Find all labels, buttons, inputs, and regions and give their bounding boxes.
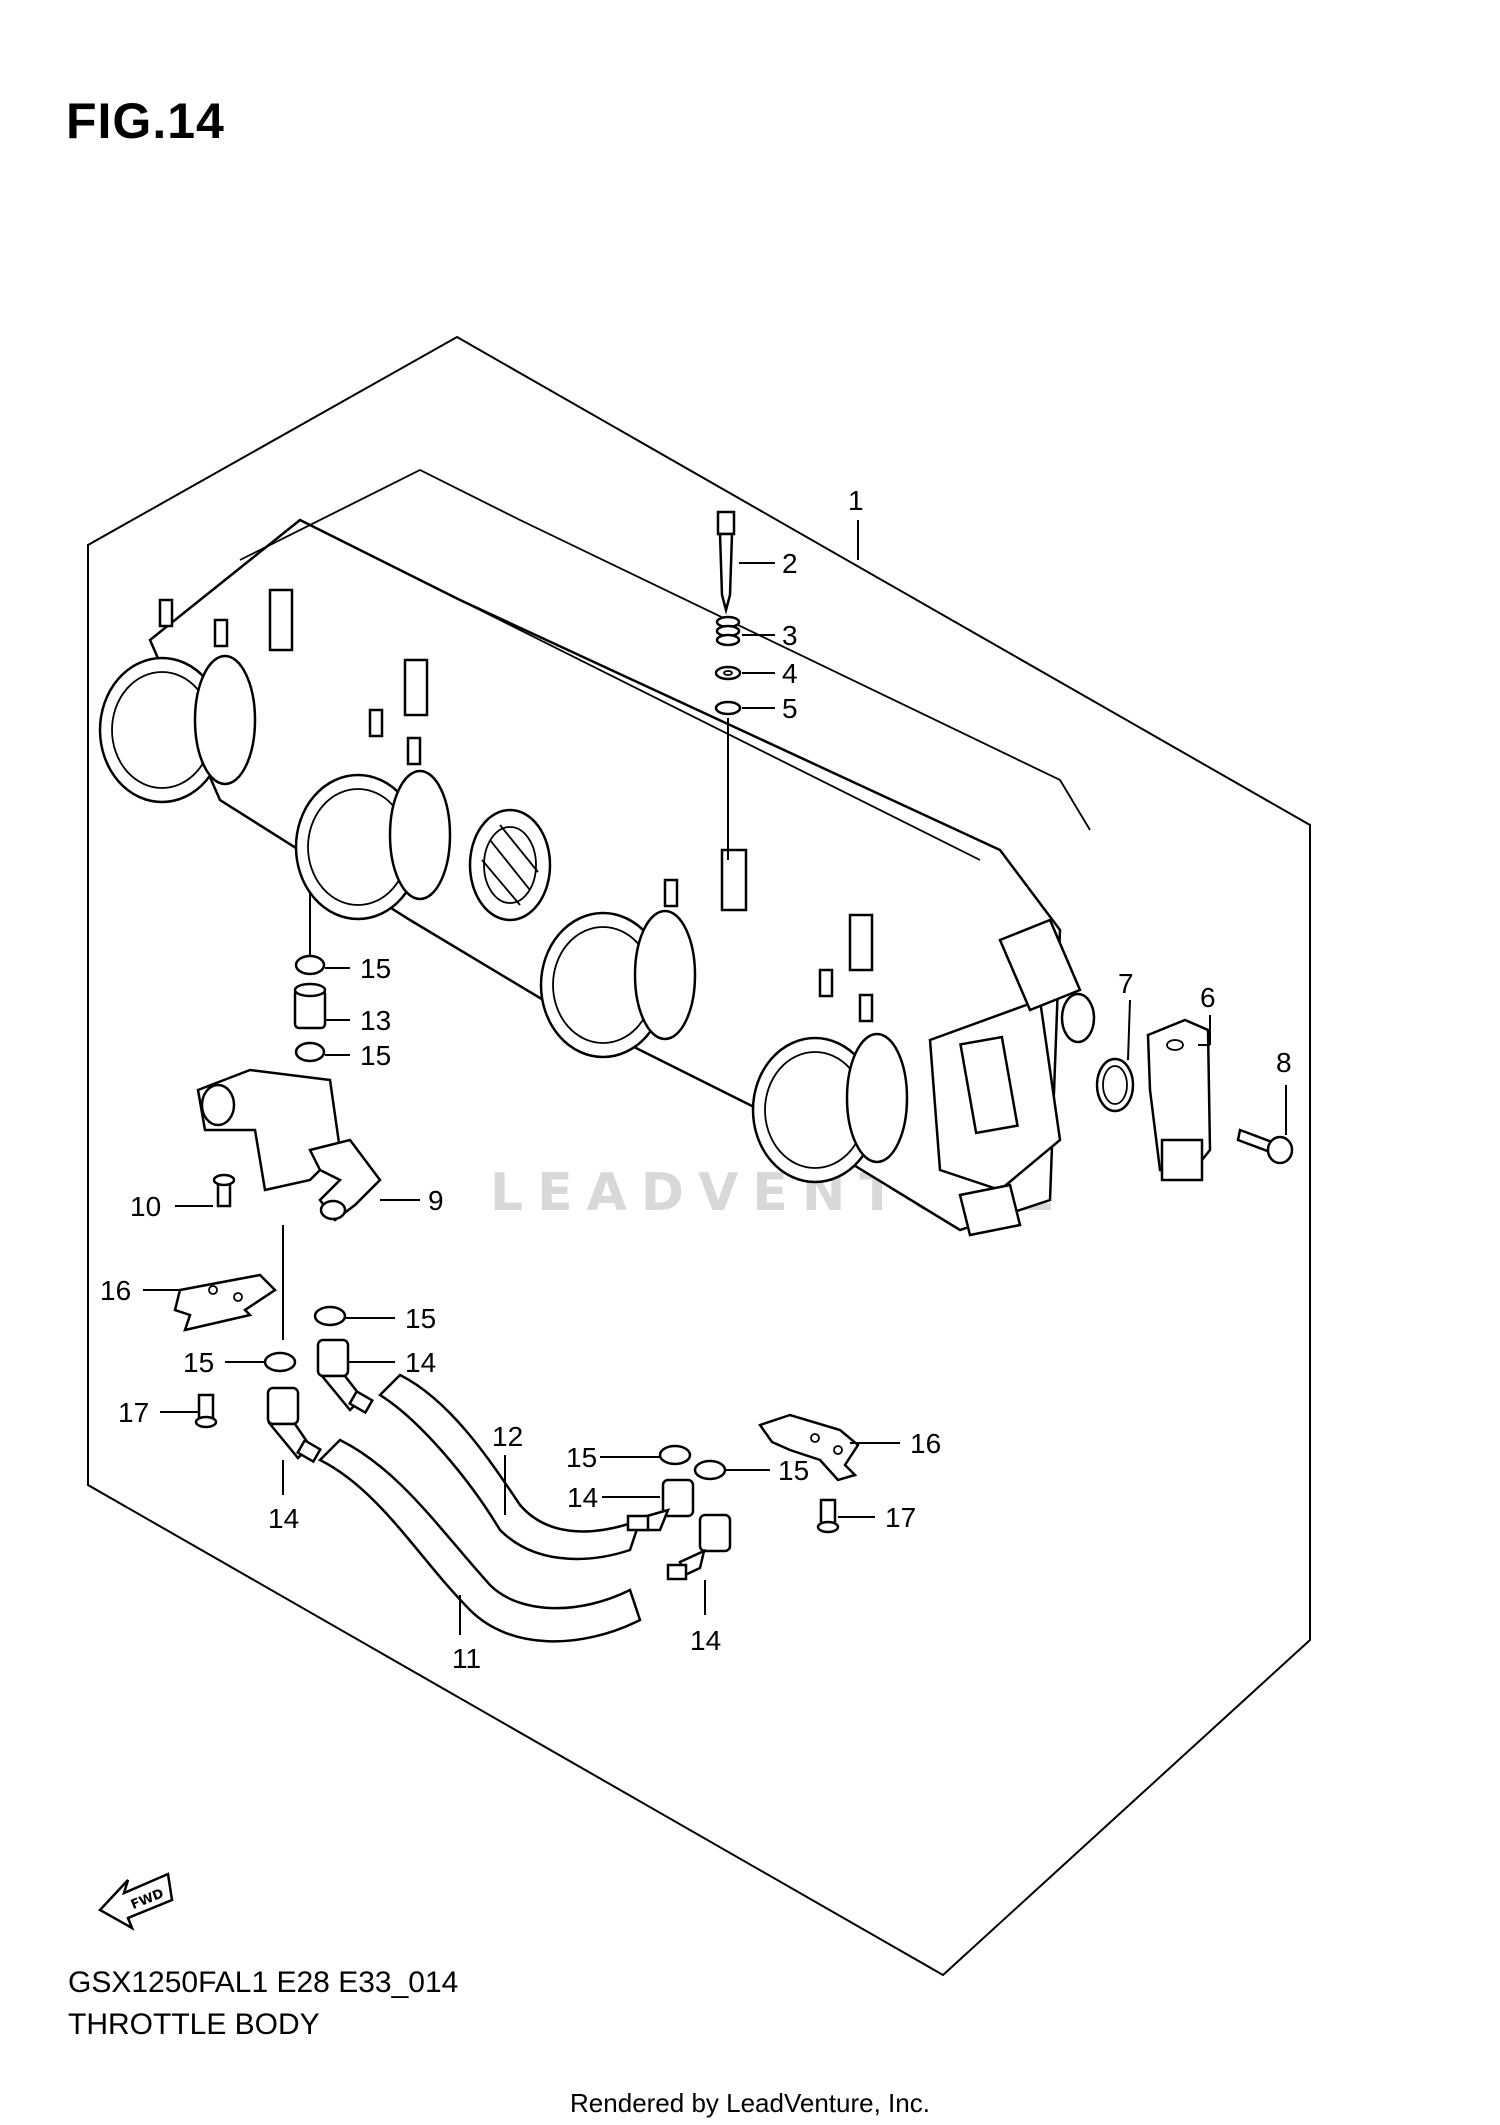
throttle-pulley (468, 808, 552, 922)
callout-14-left: 14 (268, 1503, 299, 1534)
leader-lines (143, 520, 1287, 1635)
callout-15-d: 15 (183, 1347, 214, 1378)
fitting-14-right-a (626, 1478, 695, 1532)
bracket-16-right (758, 1413, 860, 1482)
callout-15-a: 15 (360, 953, 391, 984)
callout-14-right-a: 14 (567, 1482, 598, 1513)
callout-11: 11 (452, 1643, 481, 1674)
fitting-14-upper (316, 1338, 375, 1415)
callout-15-e: 15 (566, 1442, 597, 1473)
callout-17-left: 17 (118, 1397, 149, 1428)
o-ring-15-mid (313, 1305, 347, 1327)
callout-5: 5 (782, 693, 798, 724)
callout-10: 10 (130, 1191, 161, 1222)
callout-7: 7 (1118, 968, 1134, 999)
callout-4: 4 (782, 658, 798, 689)
intake-bell-4 (751, 1032, 909, 1184)
throttle-position-sensor (1146, 1018, 1212, 1182)
callout-14-right-b: 14 (690, 1625, 721, 1656)
body-bolts (158, 598, 874, 1023)
hose-12 (378, 1373, 643, 1561)
o-ring-7 (1095, 1057, 1135, 1113)
callout-6: 6 (1200, 982, 1216, 1013)
callout-12: 12 (492, 1421, 523, 1452)
bolt-10 (212, 1173, 236, 1208)
screw-spring (715, 615, 741, 647)
idle-screw (716, 510, 736, 615)
assembly-boundary (87, 335, 1311, 1977)
callout-8: 8 (1276, 1047, 1292, 1078)
callout-9: 9 (428, 1185, 444, 1216)
bolt-17-right (816, 1498, 840, 1534)
joint-13 (293, 982, 327, 1030)
screw-8 (1236, 1128, 1294, 1165)
callout-3: 3 (782, 620, 798, 651)
hose-11 (317, 1438, 642, 1643)
model-code: GSX1250FAL1 E28 E33_014 (68, 1966, 459, 1999)
fitting-14-right-b (666, 1513, 732, 1581)
callout-1: 1 (848, 485, 864, 516)
bolt-17-left (194, 1393, 218, 1429)
callout-16-left: 16 (100, 1275, 131, 1306)
intake-bell-2 (294, 769, 452, 921)
o-ring-15-right-a (658, 1444, 692, 1466)
intake-bell-3 (539, 909, 697, 1059)
fwd-arrow-icon: FWD (98, 1872, 174, 1931)
throttle-body-assembly (98, 468, 1096, 1237)
callout-15-b: 15 (360, 1040, 391, 1071)
coolant-pipe-9 (196, 1068, 382, 1222)
o-ring-15-lower (294, 1041, 326, 1063)
figure-title: FIG.14 (66, 93, 225, 149)
washer (714, 665, 742, 681)
o-ring-small (714, 700, 742, 716)
o-ring-15-right-b (693, 1459, 727, 1481)
callout-15-c: 15 (405, 1303, 436, 1334)
bracket-16-left (173, 1273, 277, 1332)
callout-15-f: 15 (778, 1455, 809, 1486)
callout-2: 2 (782, 548, 798, 579)
throttle-actuator (928, 918, 1096, 1192)
callout-13: 13 (360, 1005, 391, 1036)
callout-17-right: 17 (885, 1502, 916, 1533)
o-ring-15-upper (294, 954, 326, 976)
callout-14-upper: 14 (405, 1347, 436, 1378)
fitting-14-left (266, 1386, 323, 1464)
diagram-subtitle: THROTTLE BODY (68, 2008, 320, 2041)
render-credit: Rendered by LeadVenture, Inc. (570, 2088, 930, 2118)
o-ring-15-left (263, 1351, 297, 1373)
intake-bell-1 (98, 654, 257, 804)
callout-16-right: 16 (910, 1428, 941, 1459)
